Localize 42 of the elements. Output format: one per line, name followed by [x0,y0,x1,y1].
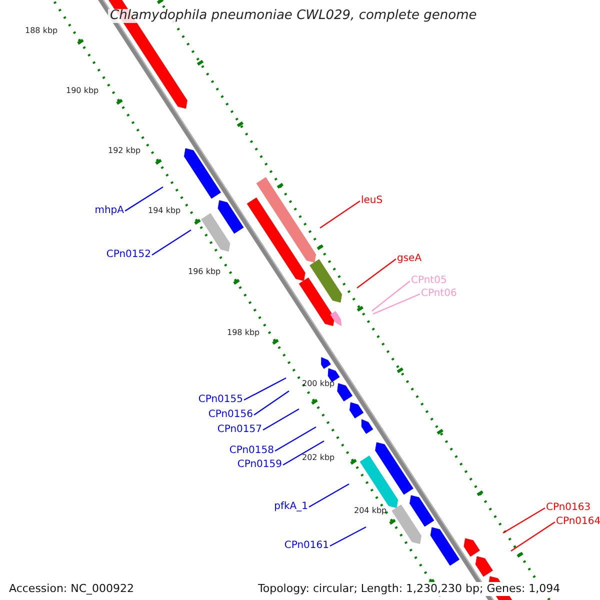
scale-label: 190 kbp [66,85,99,97]
scale-label: 196 kbp [188,266,221,278]
gene-label: CPn0155 [198,393,243,407]
scale-label: 204 kbp [354,505,387,517]
scale-label: 194 kbp [148,205,181,217]
scale-label: 198 kbp [227,327,260,339]
leader-line [274,426,316,452]
gene-label: leuS [361,194,383,208]
gene-label: CPn0161 [284,539,329,553]
leader-line [372,280,410,312]
leader-line [244,377,286,401]
gene-label: CPn0163 [546,501,591,515]
gene-label: gseA [397,252,422,266]
leader-line [282,440,324,466]
scale-label: 200 kbp [302,378,335,390]
leader-line [356,258,396,288]
gene-label: CPn0159 [237,458,282,472]
leader-line [372,293,420,315]
gene-label: CPn0164 [556,515,600,529]
gene-label: pfkA_1 [274,500,308,514]
footer-text: Accession: NC_000922 [9,582,134,596]
gene-label: CPnt05 [411,274,447,288]
leader-line [330,526,366,547]
gene-label: CPn0158 [229,444,274,458]
gene-label: CPn0152 [106,248,151,262]
scale-label: 202 kbp [302,452,335,464]
title: Chlamydophila pneumoniae CWL029, complete genome [108,9,479,23]
leader-line [262,408,300,431]
leader-line [308,483,350,508]
scale-label: 192 kbp [108,145,141,157]
leader-line [320,200,360,228]
gene-label: CPn0157 [217,423,262,437]
leader-line [152,230,192,256]
gene-label: mhpA [94,204,124,218]
leader-line [510,522,556,552]
leader-line [124,186,164,212]
scale-label: 188 kbp [25,25,58,37]
footer-text: Topology: circular; Length: 1,230,230 bp; Genes: 1,094 [258,582,560,596]
leader-line [502,507,546,534]
leader-line [254,390,290,416]
gene-label: CPnt06 [421,287,457,301]
gene-label: CPn0156 [208,408,253,422]
